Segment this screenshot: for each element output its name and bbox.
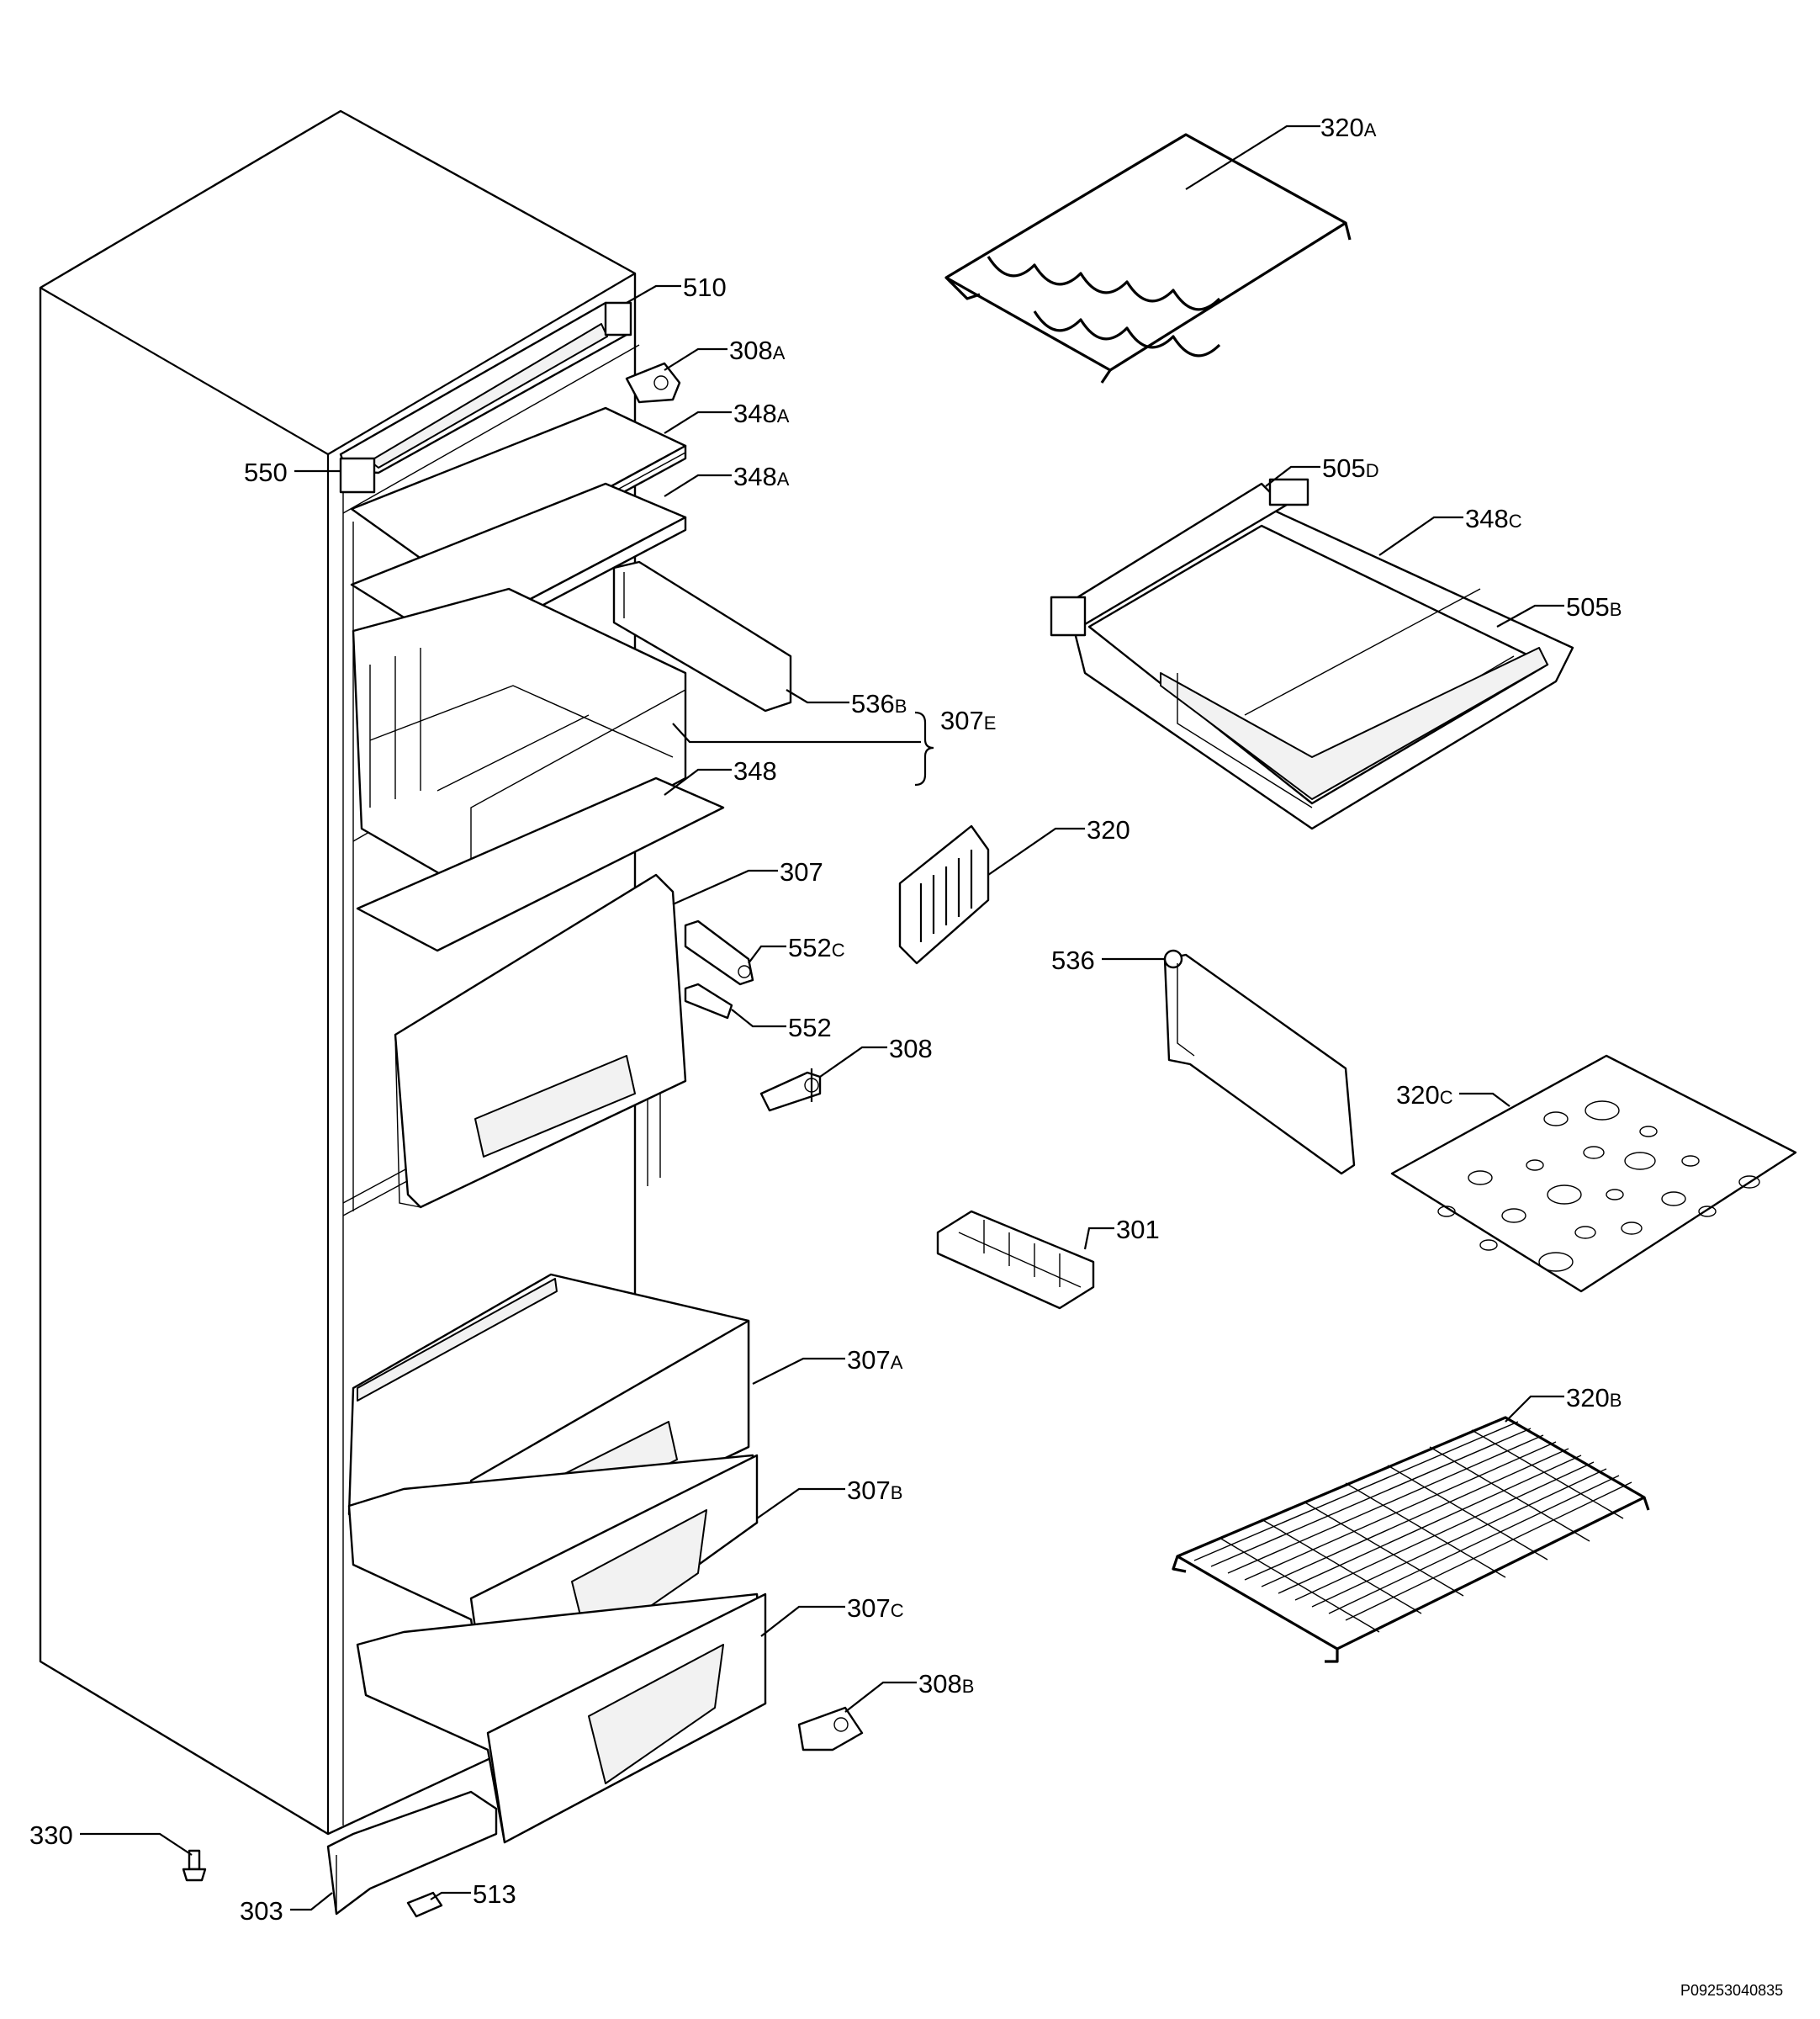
callout-308b: 308B xyxy=(918,1669,974,1698)
perforated-plate-320c xyxy=(1390,1054,1797,1293)
shelf-assembly-505 xyxy=(1050,478,1574,830)
wire-shelf-320b xyxy=(1172,1416,1650,1663)
callout-348a-lower: 348A xyxy=(733,462,790,491)
top-trim-510 xyxy=(339,301,632,494)
callout-307e: 307E xyxy=(940,706,996,735)
crisper-divider-536b xyxy=(612,560,792,713)
callout-320c: 320C xyxy=(1396,1080,1453,1110)
callout-505b: 505B xyxy=(1566,592,1622,622)
callout-320a: 320A xyxy=(1320,113,1377,142)
rail-552 xyxy=(684,983,733,1020)
callout-330: 330 xyxy=(29,1820,73,1850)
glass-shelf-348 xyxy=(356,776,725,952)
callout-307a: 307A xyxy=(847,1345,903,1375)
callout-307b: 307B xyxy=(847,1476,902,1505)
callout-303: 303 xyxy=(240,1896,283,1926)
hinge-308a xyxy=(625,362,681,404)
callout-536b: 536B xyxy=(851,689,907,718)
callout-308: 308 xyxy=(889,1034,933,1063)
callout-552c: 552C xyxy=(788,933,845,962)
callout-320b: 320B xyxy=(1566,1383,1622,1412)
callout-307c: 307C xyxy=(847,1593,904,1623)
leveling-foot-330 xyxy=(182,1849,207,1882)
callout-510: 510 xyxy=(683,273,727,302)
callout-320: 320 xyxy=(1087,815,1130,845)
callout-301: 301 xyxy=(1116,1215,1160,1244)
leader-lines xyxy=(80,125,1564,1911)
vent-grille-320 xyxy=(898,824,990,965)
drawing-reference: P09253040835 xyxy=(1680,1982,1783,1999)
bottle-rack-320a xyxy=(944,133,1352,384)
hinge-308 xyxy=(759,1068,822,1112)
callout-307: 307 xyxy=(780,857,823,887)
freezer-flap-307 xyxy=(394,873,687,1209)
callout-536: 536 xyxy=(1051,946,1095,975)
rail-552c xyxy=(684,919,754,986)
drawer-307c xyxy=(356,1592,767,1844)
divider-536 xyxy=(1163,949,1356,1175)
callout-348a-upper: 348A xyxy=(733,399,790,428)
callout-513: 513 xyxy=(473,1879,516,1909)
callout-552: 552 xyxy=(788,1013,832,1042)
callout-505d: 505D xyxy=(1322,453,1379,483)
hinge-308b xyxy=(797,1706,864,1751)
callout-308a: 308A xyxy=(729,336,786,365)
ice-cube-tray-301 xyxy=(936,1210,1095,1310)
plinth-303 xyxy=(326,1790,498,1916)
callout-348: 348 xyxy=(733,756,777,786)
callout-550: 550 xyxy=(244,458,288,487)
callout-348c: 348C xyxy=(1465,504,1522,533)
